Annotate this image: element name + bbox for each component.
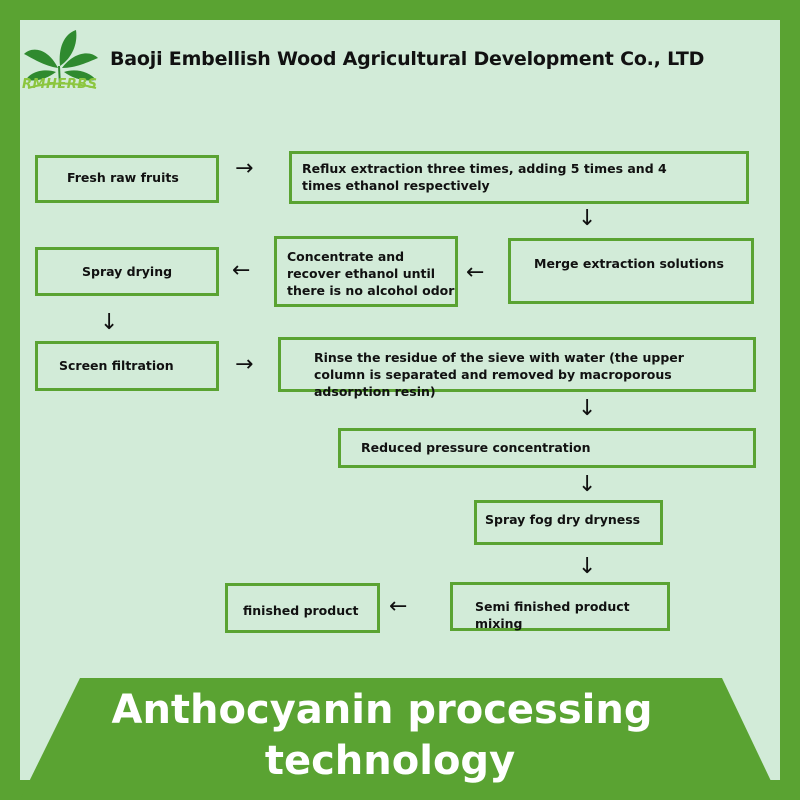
arrow-right-icon: → xyxy=(235,352,254,377)
step-spray-drying: Spray drying xyxy=(35,247,219,296)
arrow-down-icon: ↓ xyxy=(578,206,597,231)
page-title-line-2: technology xyxy=(264,738,516,784)
content-panel xyxy=(20,20,780,780)
step-label: Fresh raw fruits xyxy=(67,170,179,185)
step-reflux-extraction: Reflux extraction three times, adding 5 … xyxy=(289,151,749,204)
arrow-down-icon: ↓ xyxy=(100,310,119,335)
arrow-down-icon: ↓ xyxy=(578,554,597,579)
step-label: finished product xyxy=(243,603,359,618)
leaf-logo-icon xyxy=(24,30,98,89)
step-concentrate-recover: Concentrate and recover ethanol until th… xyxy=(274,236,458,307)
arrow-right-icon: → xyxy=(235,156,254,181)
step-label: Semi finished product mixing xyxy=(475,599,630,631)
step-label: Reflux extraction three times, adding 5 … xyxy=(302,161,667,193)
step-rinse-residue: Rinse the residue of the sieve with wate… xyxy=(278,337,756,399)
arrow-down-icon: ↓ xyxy=(578,472,597,497)
arrow-left-icon: ← xyxy=(466,260,485,285)
step-label: Spray fog dry dryness xyxy=(485,512,641,527)
step-label: Screen filtration xyxy=(59,358,174,373)
step-label: Reduced pressure concentration xyxy=(361,440,591,455)
step-reduced-pressure: Reduced pressure concentration xyxy=(338,428,756,468)
step-label: Merge extraction solutions xyxy=(534,256,724,271)
step-fresh-raw-fruits: Fresh raw fruits xyxy=(35,155,219,203)
step-finished-product: finished product xyxy=(225,583,380,633)
step-screen-filtration: Screen filtration xyxy=(35,341,219,391)
step-spray-fog-dry: Spray fog dry dryness xyxy=(474,500,663,545)
arrow-down-icon: ↓ xyxy=(578,396,597,421)
company-name: Baoji Embellish Wood Agricultural Develo… xyxy=(110,48,705,70)
step-semi-finished-mixing: Semi finished product mixing xyxy=(450,582,670,631)
step-label: Concentrate and recover ethanol until th… xyxy=(287,249,455,298)
step-label: Spray drying xyxy=(82,264,173,279)
arrow-left-icon: ← xyxy=(232,258,251,283)
step-merge-extraction: Merge extraction solutions xyxy=(508,238,754,304)
title-banner xyxy=(20,678,780,800)
arrow-left-icon: ← xyxy=(389,594,408,619)
page-title-line-1: Anthocyanin processing xyxy=(111,687,653,733)
step-label: Rinse the residue of the sieve with wate… xyxy=(314,350,684,399)
logo-text: RMHERBS xyxy=(22,77,98,92)
